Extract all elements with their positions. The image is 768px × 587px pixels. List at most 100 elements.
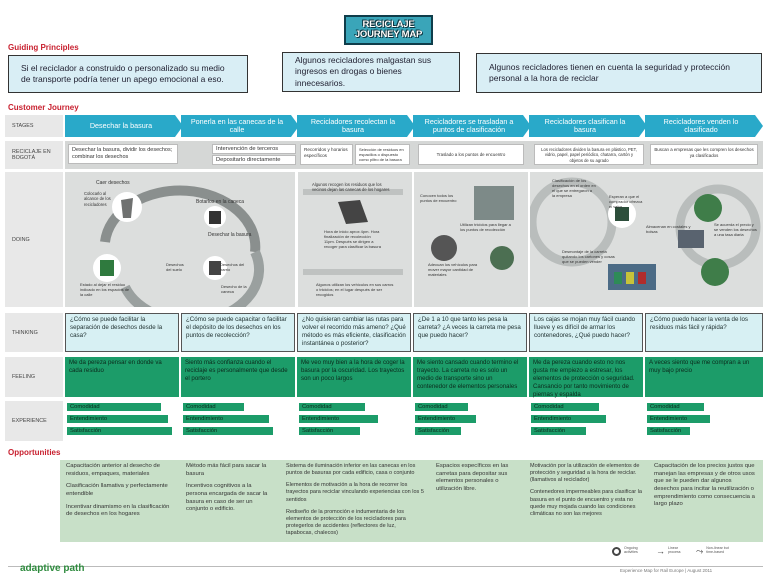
opportunity-3-item: Rediseño de la promoción e indumentaria … xyxy=(286,508,406,537)
doing-recoger: Algunos recogen los residuos que los vec… xyxy=(312,182,390,193)
doing-panel-3 xyxy=(298,172,412,307)
doing-estado: Estado al dejar el residuo indicado en l… xyxy=(80,282,130,297)
doing-panel-5 xyxy=(527,172,763,307)
opportunity-1-item: Capacitación anterior al desecho de resi… xyxy=(66,463,160,477)
experience-bar: Comodidad xyxy=(67,403,161,411)
opportunity-6: Capacitación de los precios justos que m… xyxy=(648,460,763,542)
experience-bar: Entendimiento xyxy=(647,415,710,423)
thinking-1: ¿Cómo se puede facilitar la separación d… xyxy=(65,313,179,352)
opportunity-1-item: Incentivar dinamismo en la clasificación… xyxy=(66,503,170,518)
doing-adecuan: Adecuan los vehículos para mover mayor c… xyxy=(428,262,478,277)
experience-bar: Entendimiento xyxy=(415,415,476,423)
experience-bar: Entendimiento xyxy=(299,415,378,423)
experience-bar: Comodidad xyxy=(415,403,468,411)
opportunity-3-item: Elementos de motivación a la hora de rec… xyxy=(286,482,424,503)
feeling-3: Me veo muy bien a la hora de coger la ba… xyxy=(297,357,411,397)
experience-bar: Entendimiento xyxy=(183,415,269,423)
principle-card-3: Algunos recicladores tienen en cuenta la… xyxy=(476,53,762,93)
doing-panel-1 xyxy=(65,172,295,327)
doing-esperan: Esperan a que el comprador ofrezca el va… xyxy=(609,194,643,209)
legend-label: Linear process xyxy=(668,546,681,554)
experience-bar: Entendimiento xyxy=(531,415,606,423)
stage-3: Recicladores recolectan la basura xyxy=(297,115,415,137)
stage-6: Recicladores venden lo clasificado xyxy=(645,115,763,137)
footer-credit: Experience Map for Rail Europe | August … xyxy=(620,568,713,573)
feeling-6: A veces siento que me compran a un muy b… xyxy=(645,357,763,397)
experience-bar: Satisfacción xyxy=(531,427,586,435)
doing-vehiculos: Algunos utilizan los vehículos en sus ca… xyxy=(316,282,394,297)
doing-desechar: Desechar la basura xyxy=(208,232,252,238)
doing-almacen: Almacenan en costales y bolsas xyxy=(646,224,691,234)
opportunity-5-item: Contenedores impermeables para clasifica… xyxy=(530,489,642,517)
doing-botarlos: Botarlos en la caneca xyxy=(196,199,245,205)
legend: Ongoing activities → Linear process ⤳ No… xyxy=(612,542,762,560)
opportunity-6-item: Capacitación de los precios justos que m… xyxy=(654,463,755,508)
experience-bar: Comodidad xyxy=(647,403,704,411)
bogota-box-5: Los recicladores dividen la basura en pl… xyxy=(534,144,644,165)
legend-item: → Linear process xyxy=(656,546,686,556)
bogota-row-bg xyxy=(65,141,763,169)
doing-conocen: Conocen todos los puntos de encuentro xyxy=(420,193,457,203)
legend-label: Non-linear but time-based xyxy=(706,546,729,554)
guiding-principles-heading: Guiding Principles xyxy=(8,43,79,52)
thinking-3: ¿No quisieran cambiar las rutas para vol… xyxy=(297,313,411,352)
title-line-1: RECICLAJE xyxy=(362,19,415,31)
experience-bar: Comodidad xyxy=(531,403,599,411)
doing-colocarlo: Colocarlo al alcance de los recicladores xyxy=(84,191,111,207)
cycle-icon xyxy=(612,546,621,556)
doing-caer: Caer desechos xyxy=(96,180,130,186)
footer-logo: adaptive path xyxy=(20,563,85,574)
row-label-bogota: RECICLAJE EN BOGOTÁ xyxy=(5,141,63,169)
thinking-5: Los cajas se mojan muy fácil cuando llue… xyxy=(529,313,643,352)
doing-acordado: Se acuerda el precio y se venden los des… xyxy=(714,222,757,237)
bogota-box-6: Buscan a empresas que les compren los de… xyxy=(650,144,758,165)
doing-suelo: Desechos del suelo xyxy=(166,262,184,272)
legend-label: Ongoing activities xyxy=(624,546,638,554)
opportunity-3: Sistema de iluminación inferior en las c… xyxy=(280,460,430,542)
thinking-6: ¿Cómo puedo hacer la venta de los residu… xyxy=(645,313,763,352)
opportunity-5-item: Motivación por la utilización de element… xyxy=(530,463,640,484)
opportunity-2-item: Método más fácil para sacar la basura xyxy=(186,463,267,477)
row-label-thinking: THINKING xyxy=(5,313,63,352)
doing-illustration-5 xyxy=(527,177,761,290)
feeling-5: Me da pereza cuando esto no nos gusta me… xyxy=(529,357,643,398)
feeling-2: Siento más confianza cuando el reciclaje… xyxy=(181,357,295,397)
doing-clasificacion: Clasificación de los desechos en el orde… xyxy=(552,178,596,198)
stage-5: Recicladores clasifican la basura xyxy=(529,115,647,137)
row-label-stages: STAGES xyxy=(5,115,63,137)
experience-bar: Satisfacción xyxy=(647,427,690,435)
doing-barrio: Desechos del barrio xyxy=(220,262,245,272)
opportunity-1-item: Clasificación llamativa y perfectamente … xyxy=(66,483,168,498)
arrow-right-icon: → xyxy=(656,546,665,556)
row-label-experience: EXPERIENCE xyxy=(5,401,63,441)
doing-hora: Hora de inicio aprox 4pm. Hora finalizac… xyxy=(324,229,381,249)
bogota-box-1: Desechar la basura, dividir los desechos… xyxy=(68,144,178,164)
bogota-box-2b: Depositarlo directamente xyxy=(212,155,296,165)
customer-journey-heading: Customer Journey xyxy=(8,103,79,112)
bogota-box-3a: Recorridos y horarios específicos xyxy=(300,144,353,165)
doing-illustration-4 xyxy=(431,186,514,270)
legend-item: ⤳ Non-linear but time-based xyxy=(696,546,732,557)
doing-caneca: Desecho de la caneca xyxy=(221,284,247,294)
opportunity-5: Motivación por la utilización de element… xyxy=(524,460,648,542)
doing-illustration-3 xyxy=(303,189,403,275)
stage-2: Ponerla en las canecas de la calle xyxy=(181,115,299,137)
row-label-doing: DOING xyxy=(5,172,63,307)
wave-arrow-icon: ⤳ xyxy=(696,545,704,556)
footer-divider xyxy=(8,566,763,567)
experience-bar: Satisfacción xyxy=(415,427,461,435)
doing-utilizan: Utilizan triciclos para llegar a los pun… xyxy=(460,222,511,232)
stage-1: Desechar la basura xyxy=(65,115,183,137)
doing-panel-4 xyxy=(414,172,528,307)
title-line-2: JOURNEY MAP xyxy=(354,29,423,40)
experience-bar: Satisfacción xyxy=(183,427,273,435)
experience-bar: Comodidad xyxy=(299,403,365,411)
opportunity-3-item: Sistema de iluminación inferior en las c… xyxy=(286,463,416,477)
row-label-feeling: FEELING xyxy=(5,357,63,397)
experience-bar: Satisfacción xyxy=(67,427,172,435)
feeling-4: Me siento cansado cuando termino el tray… xyxy=(413,357,527,397)
experience-bar: Satisfacción xyxy=(299,427,360,435)
opportunity-4-item: Espacios específicos en las carretas par… xyxy=(436,463,509,493)
experience-bar: Comodidad xyxy=(183,403,244,411)
